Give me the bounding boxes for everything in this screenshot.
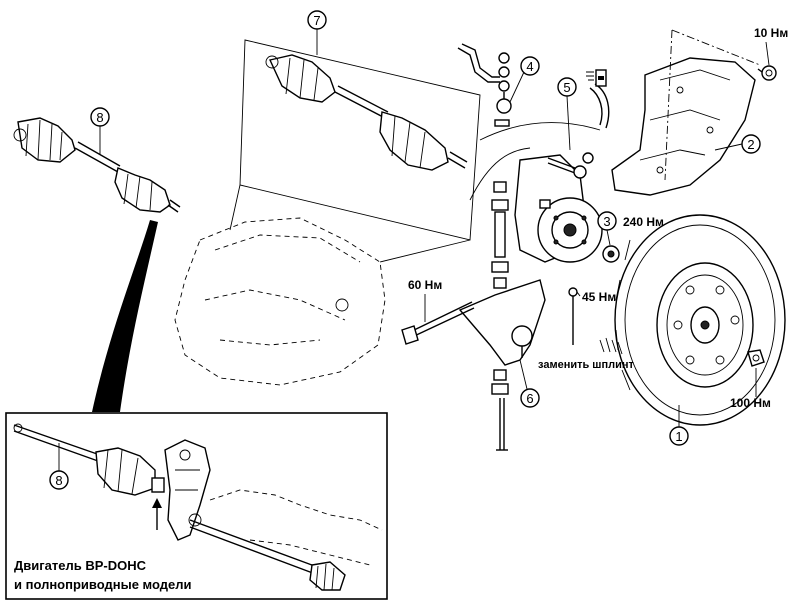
grease-tag-icon (586, 69, 607, 87)
inset-caption-line-2: и полноприводные модели (14, 577, 192, 592)
inset-bearing-bracket[interactable] (164, 439, 211, 541)
callout-2: 2 (714, 134, 761, 154)
cotter-pin[interactable] (568, 287, 578, 345)
callout-5: 5 (557, 77, 577, 151)
callout-8-inset: 8 (49, 443, 69, 490)
torque-label-control-arm-bolt: 60 Нм (408, 278, 442, 292)
torque-leader-castle-nut (576, 291, 581, 297)
inset-arrow-head (152, 498, 162, 508)
torque-leader-shield-bolt (765, 41, 770, 66)
wheel-tire[interactable] (614, 214, 786, 426)
svg-text:4: 4 (526, 59, 533, 74)
drive-shaft-left[interactable] (13, 117, 181, 213)
inset-caption-line-1: Двигатель BP-DOHC (14, 558, 147, 573)
bushing-curve (589, 87, 603, 126)
washer-1 (494, 119, 510, 127)
shield-bolt[interactable] (757, 65, 777, 81)
torque-label-castle-nut: 45 Нм (582, 290, 616, 304)
callout-1: 1 (669, 405, 689, 446)
inset-engine-outline (209, 489, 383, 531)
inset-intermediate-shaft[interactable] (189, 519, 346, 591)
torque-label-hub-nut: 240 Нм (623, 215, 664, 229)
inset-panel: 8 Двигатель BP-DOHC и полноприводные мод… (5, 412, 388, 600)
svg-text:2: 2 (747, 137, 754, 152)
brake-hardware-marks (599, 337, 623, 355)
svg-text:6: 6 (526, 391, 533, 406)
svg-text:5: 5 (563, 80, 570, 95)
svg-text:8: 8 (96, 110, 103, 125)
leader-box-to-transmission (229, 184, 471, 263)
control-arm-bolt[interactable] (401, 301, 475, 345)
lug-nut[interactable] (747, 349, 765, 367)
drive-shaft-right[interactable] (265, 54, 468, 171)
shield-dash-line-2 (664, 29, 673, 181)
svg-text:3: 3 (603, 214, 610, 229)
callout-4: 4 (509, 56, 540, 103)
svg-text:8: 8 (55, 473, 62, 488)
callout-7: 7 (307, 10, 327, 55)
callout-8: 8 (90, 107, 110, 155)
steering-knuckle-hub[interactable] (469, 122, 603, 263)
torque-label-shield-bolt: 10 Нм (754, 26, 788, 40)
torque-label-lug-nut: 100 Нм (730, 396, 771, 410)
inset-pointer-wedge (92, 220, 158, 412)
hub-nut[interactable] (602, 245, 620, 263)
callout-3: 3 (597, 211, 617, 246)
svg-text:7: 7 (313, 13, 320, 28)
transmission-housing (174, 217, 386, 386)
splash-shield[interactable] (611, 57, 756, 196)
note-replace-cotter-pin: заменить шплинт (538, 359, 635, 371)
washer-2 (539, 199, 551, 209)
svg-text:1: 1 (675, 429, 682, 444)
stabilizer-link[interactable] (457, 43, 512, 114)
tie-rod-end[interactable] (547, 152, 594, 179)
lower-control-arm[interactable] (458, 279, 546, 366)
inset-drive-shaft[interactable] (13, 423, 165, 496)
inset-engine-outline-2 (249, 539, 371, 566)
callout-6: 6 (519, 359, 540, 408)
